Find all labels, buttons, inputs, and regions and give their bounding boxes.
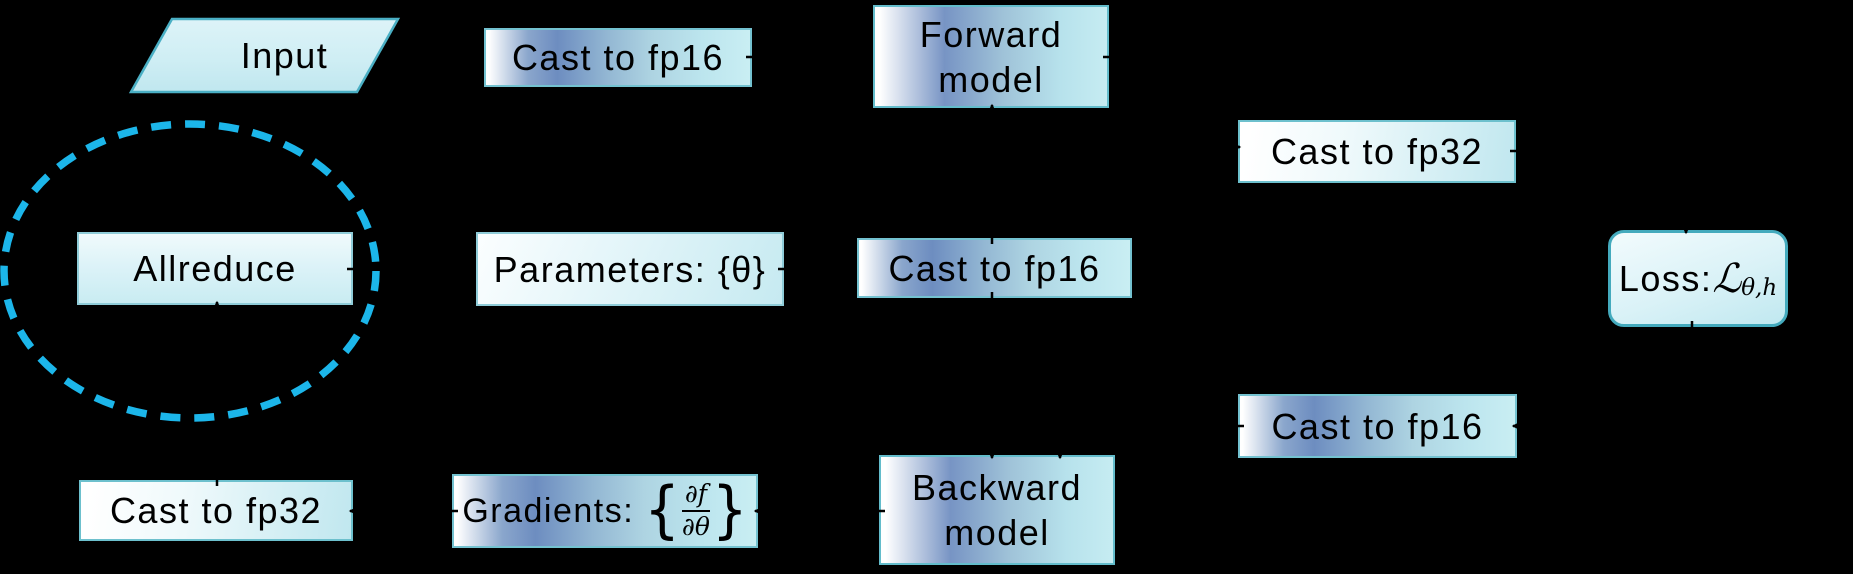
node-label: Forward model (919, 13, 1063, 100)
fraction-numerator: ∂f (681, 479, 711, 512)
node-label: Cast to fp16 (1271, 405, 1484, 447)
gradient-fraction: ∂f∂θ (681, 479, 711, 542)
node-label: Cast to fp32 (109, 490, 323, 531)
node-label: Input (240, 34, 329, 76)
arrow-forward-to-cast-fp32-right (1103, 55, 1242, 157)
node-label: Loss: (1618, 258, 1713, 299)
node-label: Parameters: {θ} (493, 248, 767, 290)
node-cast-to-fp32-right: Cast to fp32 (1238, 120, 1516, 183)
fraction-denominator: ∂θ (681, 512, 710, 541)
arrow-loss-to-cast-fp16-right (1511, 321, 1694, 436)
arrow-cast-fp16-right-to-backward (1050, 424, 1244, 460)
brace-right: } (712, 474, 748, 547)
node-cast-to-fp32-left: Cast to fp32 (79, 480, 353, 541)
node-label: Gradients: (462, 491, 635, 530)
node-label: Backward model (911, 467, 1083, 553)
node-label: Cast to fp16 (888, 247, 1101, 289)
node-cast-to-fp16-top: Cast to fp16 (484, 28, 752, 87)
node-cast-to-fp16-right: Cast to fp16 (1238, 394, 1517, 458)
node-label: Allreduce (133, 248, 297, 289)
node-cast-to-fp16-middle: Cast to fp16 (857, 238, 1132, 298)
node-input: Input (177, 19, 392, 92)
node-label: Cast to fp16 (511, 37, 725, 78)
node-backward-model: Backward model (879, 455, 1115, 565)
node-gradients: Gradients:{∂f∂θ} (452, 474, 758, 548)
loss-subscript: θ,h (1741, 275, 1778, 302)
node-allreduce: Allreduce (77, 232, 353, 305)
node-forward-model: Forward model (873, 5, 1109, 108)
node-label: Cast to fp32 (1270, 131, 1484, 172)
node-parameters: Parameters: {θ} (476, 232, 784, 306)
arrow-cast-fp32-right-to-loss (1510, 149, 1696, 235)
loss-script-l: ℒ (1712, 255, 1742, 302)
brace-left: { (644, 474, 680, 547)
